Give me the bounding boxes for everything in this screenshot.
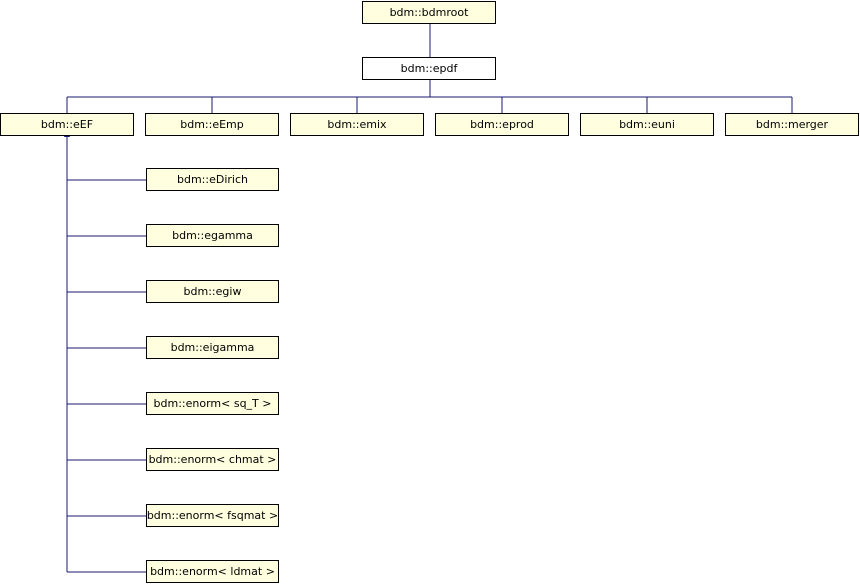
node-eprod[interactable]: bdm::eprod bbox=[435, 113, 569, 136]
node-eEmp[interactable]: bdm::eEmp bbox=[145, 113, 279, 136]
node-egiw[interactable]: bdm::egiw bbox=[146, 280, 279, 303]
node-eDirich[interactable]: bdm::eDirich bbox=[146, 168, 279, 191]
node-enorm-fsqmat[interactable]: bdm::enorm< fsqmat > bbox=[146, 504, 279, 527]
node-emix[interactable]: bdm::emix bbox=[290, 113, 424, 136]
node-bdmroot[interactable]: bdm::bdmroot bbox=[362, 1, 496, 24]
node-eEF[interactable]: bdm::eEF bbox=[0, 113, 134, 136]
node-euni[interactable]: bdm::euni bbox=[580, 113, 714, 136]
node-egamma[interactable]: bdm::egamma bbox=[146, 224, 279, 247]
node-enorm-sq-T[interactable]: bdm::enorm< sq_T > bbox=[146, 392, 279, 415]
node-enorm-ldmat[interactable]: bdm::enorm< ldmat > bbox=[146, 560, 279, 583]
node-enorm-chmat[interactable]: bdm::enorm< chmat > bbox=[146, 448, 279, 471]
node-epdf: bdm::epdf bbox=[362, 57, 496, 80]
node-merger[interactable]: bdm::merger bbox=[725, 113, 859, 136]
node-eigamma[interactable]: bdm::eigamma bbox=[146, 336, 279, 359]
